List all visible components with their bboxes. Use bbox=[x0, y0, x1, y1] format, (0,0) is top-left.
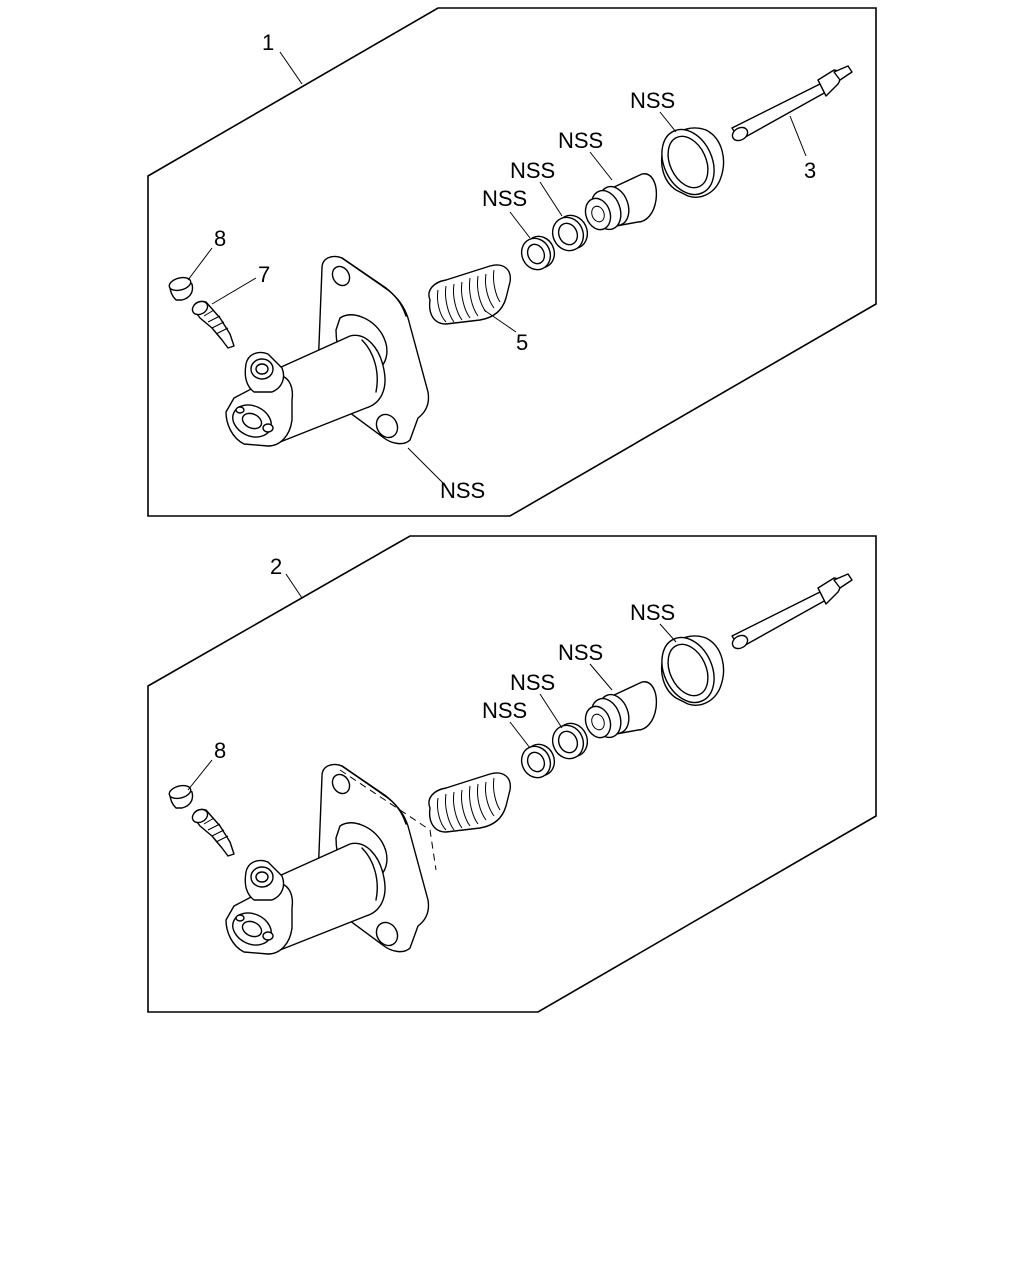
label-piston: NSS bbox=[558, 640, 603, 665]
assembly-1-ref-label: 1 bbox=[262, 30, 274, 55]
label-boot: NSS bbox=[630, 88, 675, 113]
label-cap: 8 bbox=[214, 226, 226, 251]
label-piston: NSS bbox=[558, 128, 603, 153]
label-body: NSS bbox=[440, 478, 485, 503]
label-bleeder: 7 bbox=[258, 262, 270, 287]
assembly-2-ref-label: 2 bbox=[270, 554, 282, 579]
label-seal-medium: NSS bbox=[510, 670, 555, 695]
label-spring: 5 bbox=[516, 330, 528, 355]
label-seal-small: NSS bbox=[482, 186, 527, 211]
label-boot: NSS bbox=[630, 600, 675, 625]
label-seal-medium: NSS bbox=[510, 158, 555, 183]
leader-lines bbox=[187, 573, 677, 791]
label-rod: 3 bbox=[804, 158, 816, 183]
assembly-1: 1 8 7 5 3 NSS NSS NSS NSS NSS bbox=[147, 7, 877, 517]
leader-lines bbox=[187, 51, 807, 485]
label-seal-small: NSS bbox=[482, 698, 527, 723]
assembly-2: 2 8 NSS NSS NSS NSS bbox=[147, 535, 877, 1013]
phantom-line bbox=[339, 769, 437, 871]
label-cap: 8 bbox=[214, 738, 226, 763]
